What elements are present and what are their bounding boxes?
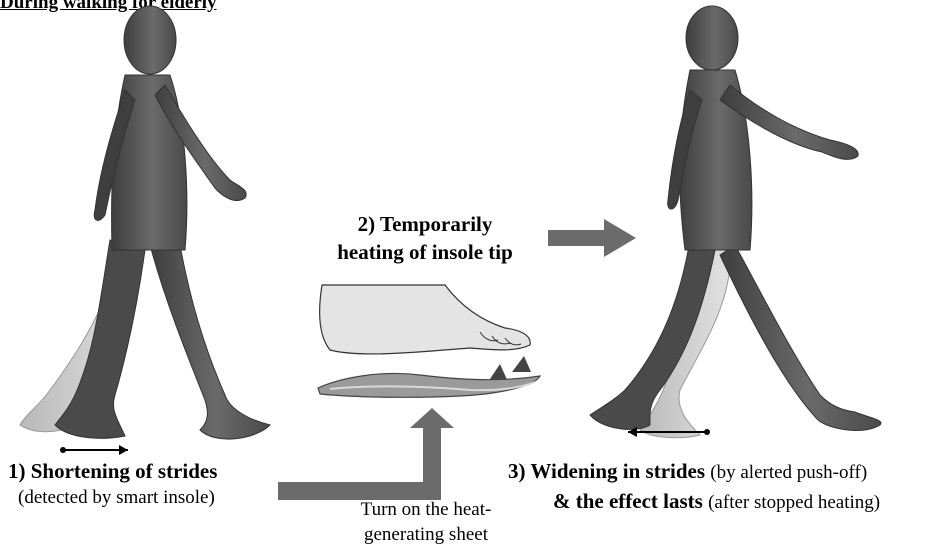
step3-second-line: & the effect lasts (after stopped heatin… xyxy=(553,489,880,514)
step1-heading: 1) Shortening of strides xyxy=(8,459,217,484)
step3-heading: 3) Widening in strides xyxy=(508,459,705,483)
action-line1: Turn on the heat- xyxy=(346,497,506,522)
step3-heading-note: (by alerted push-off) xyxy=(710,462,867,483)
action-line2: generating sheet xyxy=(346,522,506,547)
step1-subtitle: (detected by smart insole) xyxy=(18,487,215,509)
step3-line2: & the effect lasts xyxy=(553,489,703,513)
foot-icon xyxy=(320,285,531,354)
up-arrow-icon xyxy=(278,408,454,500)
action-label: Turn on the heat- generating sheet xyxy=(346,497,506,547)
right-walker-figure xyxy=(590,6,881,438)
step2-line2: heating of insole tip xyxy=(305,238,545,266)
step3-line2-note: (after stopped heating) xyxy=(708,492,880,513)
step2-line1: 2) Temporarily xyxy=(305,210,545,238)
step2-label: 2) Temporarily heating of insole tip xyxy=(305,210,545,266)
right-walker-front-leg xyxy=(720,245,881,430)
foot-insole-illustration xyxy=(318,285,540,397)
left-walker-head xyxy=(124,6,176,74)
left-walker-front-leg xyxy=(150,245,270,439)
left-walker-figure xyxy=(20,6,270,455)
insole-icon xyxy=(318,373,540,397)
left-walker-back-leg xyxy=(55,240,145,438)
heat-indicator-icon-2 xyxy=(512,356,531,372)
right-walker-head xyxy=(686,6,738,70)
right-arrow-icon xyxy=(548,219,636,257)
step3-heading-line: 3) Widening in strides (by alerted push-… xyxy=(508,459,867,484)
